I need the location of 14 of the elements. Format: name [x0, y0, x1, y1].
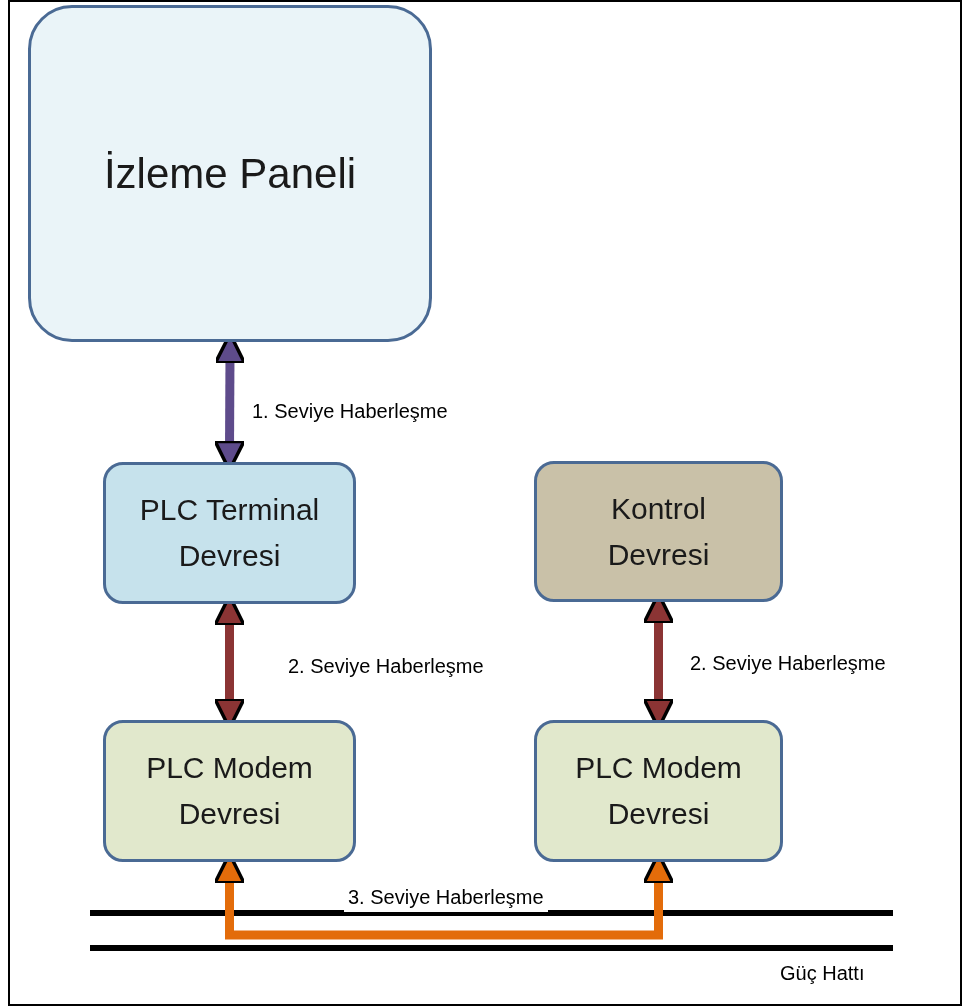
line-label: Güç Hattı [780, 961, 865, 986]
box-label: PLC Terminal Devresi [138, 492, 321, 574]
process-box [534, 720, 783, 862]
edge-label: 2. Seviye Haberleşme [287, 654, 485, 679]
box-label: PLC Modem Devresi [574, 750, 743, 832]
edge-label: 2. Seviye Haberleşme [689, 651, 887, 676]
box-label: PLC Modem Devresi [145, 750, 314, 832]
process-box [103, 720, 356, 862]
box-label: İzleme Paneli [102, 148, 358, 199]
process-box [103, 462, 356, 604]
edge-label: 1. Seviye Haberleşme [251, 399, 449, 424]
process-box [534, 461, 783, 602]
process-box [28, 5, 432, 342]
box-label: Kontrol Devresi [606, 490, 711, 573]
